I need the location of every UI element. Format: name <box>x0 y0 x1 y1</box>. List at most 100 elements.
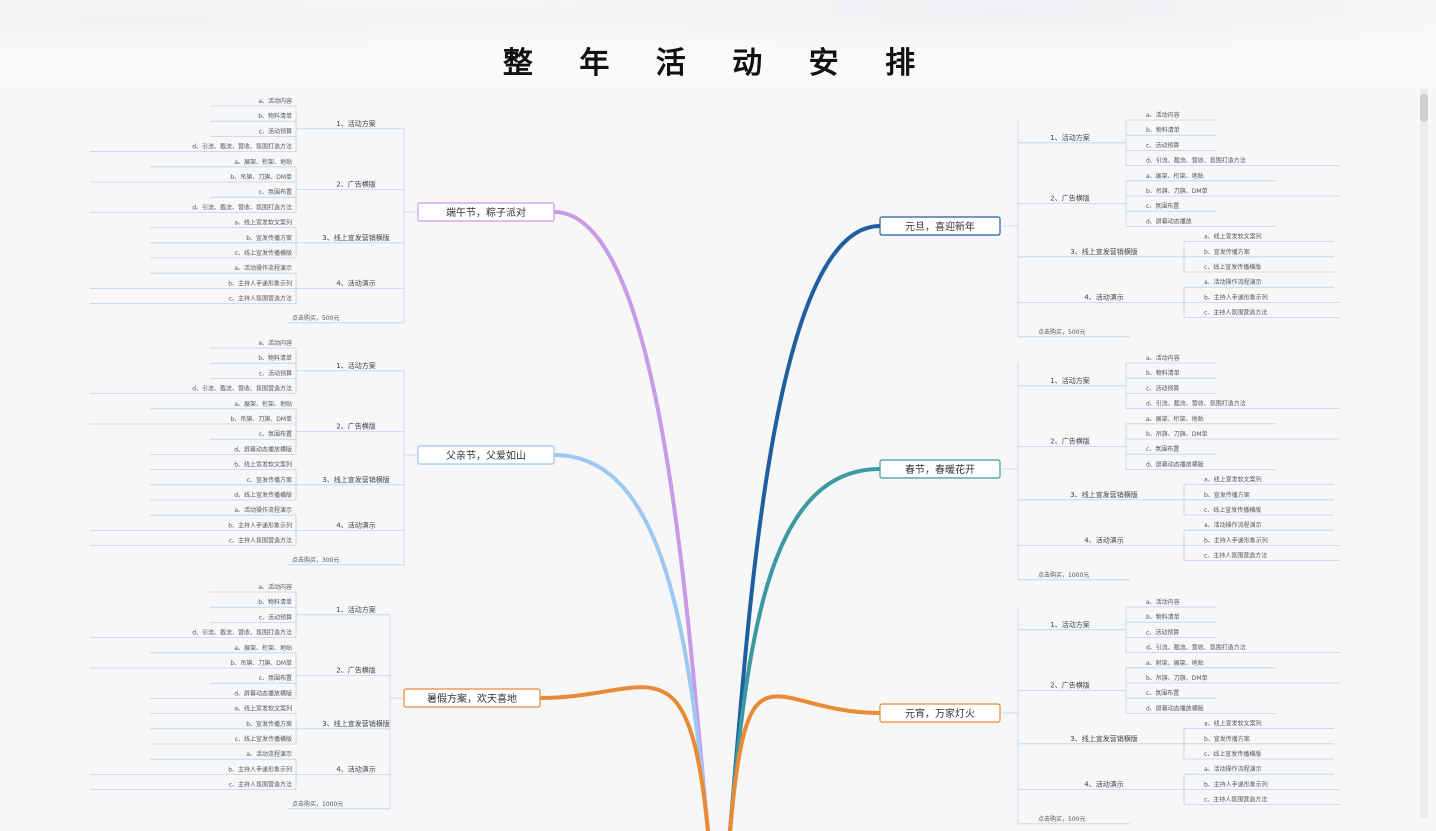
branch-connector <box>728 467 882 831</box>
leaf-item: c、活动预算 <box>259 369 292 377</box>
header-background <box>0 0 1436 90</box>
leaf-item: d、引流、截流、营收、氛围打造方法 <box>1146 157 1246 165</box>
leaf-item: b、宣发传播方案 <box>246 234 292 242</box>
leaf-item: a、展架、桁架、地贴 <box>1146 172 1204 180</box>
leaf-item: b、吊旗、刀旗、DM单 <box>230 415 292 423</box>
branch-node-label: 端午节，粽子派对 <box>446 206 526 219</box>
leaf-item: b、宣发传播方案 <box>1204 735 1250 743</box>
branch-connector <box>728 224 882 831</box>
leaf-item: b、主持人手递形象示列 <box>1204 536 1268 544</box>
leaf-item: b、吊旗、刀旗、DM单 <box>230 659 292 667</box>
leaf-item: a、展架、桁架、地贴 <box>234 644 292 652</box>
group-label: 2、广告横版 <box>1050 194 1089 203</box>
leaf-item: a、活动操作流程演示 <box>1204 521 1262 529</box>
leaf-item: b、吊旗、刀旗、DM单 <box>1146 187 1208 195</box>
vertical-scrollbar[interactable] <box>1420 88 1428 818</box>
leaf-item: b、主持人手递形象示列 <box>1204 780 1268 788</box>
group-label: 4、活动演示 <box>1084 292 1123 301</box>
leaf-item: b、物料清单 <box>1146 126 1180 134</box>
leaf-item: c、活动预算 <box>1146 628 1179 636</box>
leaf-item: c、氛围布置 <box>259 430 292 438</box>
leaf-item: a、展架、桁架、地贴 <box>1146 415 1204 423</box>
leaf-item: c、主持人氛围营造方法 <box>229 781 292 789</box>
group-label: 3、线上宣发营销横版 <box>322 719 389 728</box>
leaf-item: b、物料清单 <box>1146 369 1180 377</box>
price-footer: 点击购买，500元 <box>292 314 339 322</box>
leaf-item: d、引流、截流、营收、氛围打造方法 <box>192 629 292 637</box>
leaf-item: c、活动预算 <box>259 127 292 135</box>
mindmap-canvas[interactable] <box>0 88 1436 831</box>
leaf-item: b、吊旗、刀旗、DM单 <box>1146 430 1208 438</box>
leaf-item: a、活动操作流程演示 <box>234 506 292 514</box>
leaf-item: d、屏幕动态播放横版 <box>1146 460 1204 468</box>
group-label: 3、线上宣发营销横版 <box>1070 490 1137 499</box>
branch-node-label: 春节，春暖花开 <box>905 463 975 476</box>
leaf-item: b、宣发传播方案 <box>246 720 292 728</box>
group-label: 3、线上宣发营销横版 <box>322 233 389 242</box>
price-footer: 点击购买，500元 <box>1038 328 1085 336</box>
leaf-item: b、物料清单 <box>1146 613 1180 621</box>
branch-node-label: 元宵，万家灯火 <box>905 707 975 720</box>
leaf-item: a、展架、桁架、地贴 <box>234 158 292 166</box>
leaf-item: b、吊旗、刀旗、DM单 <box>1146 674 1208 682</box>
leaf-item: c、主持人氛围营造方法 <box>229 295 292 303</box>
leaf-item: a、射架、展架、地贴 <box>1146 659 1204 667</box>
leaf-item: c、主持人氛围营造方法 <box>229 537 292 545</box>
leaf-item: c、线上宣发传播横版 <box>1204 263 1261 271</box>
group-label: 2、广告横版 <box>1050 437 1089 446</box>
group-label: 2、广告横版 <box>1050 681 1089 690</box>
leaf-item: b、物料清单 <box>258 354 292 362</box>
page-title: 整 年 活 动 安 排 <box>502 46 934 81</box>
leaf-item: d、引流、截流、营收、氛围打造方法 <box>1146 644 1246 652</box>
branch-node-label: 父亲节，父爱如山 <box>446 449 526 462</box>
group-label: 2、广告横版 <box>336 666 375 675</box>
price-footer: 点击购买，300元 <box>292 556 339 564</box>
leaf-item: a、线上宣发软文案列 <box>1204 720 1262 728</box>
group-label: 4、活动演示 <box>1084 535 1123 544</box>
leaf-item: b、宣发传播方案 <box>1204 491 1250 499</box>
leaf-item: c、宣发传播方案 <box>247 476 292 484</box>
group-label: 4、活动演示 <box>336 764 375 773</box>
leaf-item: d、引流、截流、营收、氛围营造方法 <box>192 385 292 393</box>
leaf-item: a、活动内容 <box>258 97 292 105</box>
leaf-item: a、活动内容 <box>1146 598 1180 606</box>
leaf-item: a、活动内容 <box>258 339 292 347</box>
leaf-item: a、线上宣发软文案列 <box>1204 233 1262 241</box>
leaf-item: c、线上宣发传播横版 <box>1204 750 1261 758</box>
branch-node-label: 元旦，喜迎新年 <box>905 220 975 233</box>
leaf-item: c、线上宣发传播横版 <box>235 249 292 257</box>
leaf-item: b、线上宣发软文案列 <box>234 461 292 469</box>
leaf-item: c、主持人氛围营造方法 <box>1204 309 1267 317</box>
leaf-item: c、活动预算 <box>259 613 292 621</box>
leaf-item: c、主持人氛围营造方法 <box>1204 796 1267 804</box>
group-label: 1、活动方案 <box>336 119 375 128</box>
group-label: 2、广告横版 <box>336 180 375 189</box>
branch-node-label: 暑假方案，欢天喜地 <box>427 692 517 705</box>
leaf-item: b、宣发传播方案 <box>1204 248 1250 256</box>
leaf-item: a、活动内容 <box>1146 354 1180 362</box>
leaf-item: d、引流、截流、营收、氛围打造方法 <box>1146 400 1246 408</box>
leaf-item: d、屏幕动态播放横版 <box>234 445 292 453</box>
leaf-item: c、线上宣发传播横版 <box>1204 506 1261 514</box>
leaf-item: d、线上宣发传播横版 <box>234 491 292 499</box>
leaf-item: c、氛围布置 <box>259 674 292 682</box>
group-label: 4、活动演示 <box>336 520 375 529</box>
leaf-item: a、展架、桁架、地贴 <box>234 400 292 408</box>
leaf-item: d、引流、截流、营收、氛围打造方法 <box>192 203 292 211</box>
branch-connector <box>552 210 710 831</box>
scrollbar-thumb[interactable] <box>1420 94 1428 122</box>
group-label: 1、活动方案 <box>336 605 375 614</box>
leaf-item: c、氛围布置 <box>1146 202 1179 210</box>
group-label: 1、活动方案 <box>1050 376 1089 385</box>
leaf-item: a、线上宣发软文案列 <box>1204 476 1262 484</box>
price-footer: 点击购买，1000元 <box>292 800 343 808</box>
leaf-item: c、主持人氛围营造方法 <box>1204 552 1267 560</box>
leaf-item: b、主持人手递形象示列 <box>228 521 292 529</box>
leaf-item: d、屏幕动态播放横版 <box>234 689 292 697</box>
leaf-item: c、活动预算 <box>1146 384 1179 392</box>
leaf-item: a、线上宣发软文案列 <box>234 219 292 227</box>
group-label: 1、活动方案 <box>1050 133 1089 142</box>
leaf-item: b、物料清单 <box>258 112 292 120</box>
leaf-item: b、吊旗、刀旗、DM单 <box>230 173 292 181</box>
